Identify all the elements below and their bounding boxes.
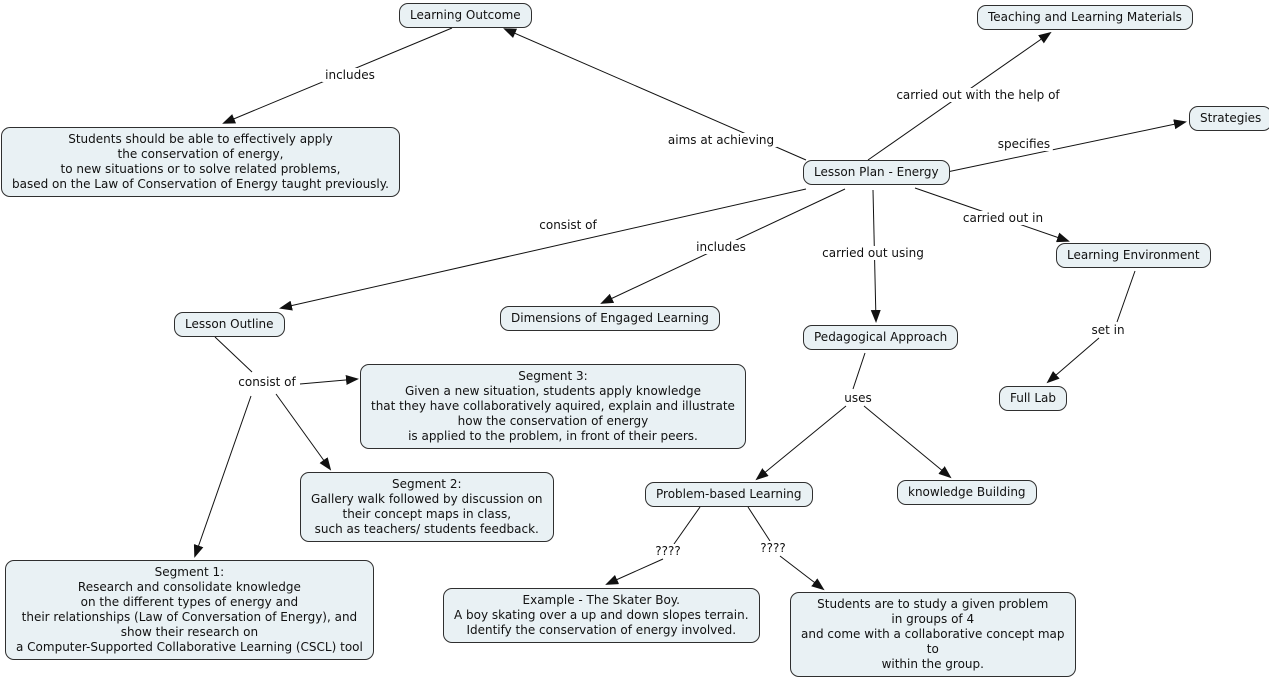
connector-plan-to-strategies xyxy=(946,119,1187,173)
link-label-question-students[interactable]: ???? xyxy=(757,541,789,555)
connector-problembased-to-q2 xyxy=(747,506,771,542)
link-label-aims-at-achieving[interactable]: aims at achieving xyxy=(664,133,778,147)
link-label-consist-of-outline[interactable]: consist of xyxy=(536,218,600,232)
connector-q2-to-students xyxy=(779,555,825,591)
link-label-uses[interactable]: uses xyxy=(841,391,875,405)
connector-consistof-to-segment1 xyxy=(193,395,252,558)
concept-node-example-skater-boy[interactable]: Example - The Skater Boy. A boy skating … xyxy=(443,588,760,643)
concept-node-lesson-plan[interactable]: Lesson Plan - Energy xyxy=(803,160,950,185)
connector-consistof-to-segment2 xyxy=(275,393,332,471)
concept-node-segment1[interactable]: Segment 1: Research and consolidate know… xyxy=(5,560,374,660)
concept-node-learning-outcome[interactable]: Learning Outcome xyxy=(399,3,532,28)
connector-uses-to-knowledgebuilding xyxy=(863,405,952,479)
connector-problembased-to-q1 xyxy=(673,506,701,545)
connector-environment-to-setin xyxy=(1116,270,1136,323)
connector-pedagogical-to-uses xyxy=(852,352,866,390)
link-label-carried-out-using[interactable]: carried out using xyxy=(819,246,927,260)
concept-node-strategies[interactable]: Strategies xyxy=(1189,106,1269,131)
connector-setin-to-fulllab xyxy=(1046,337,1100,384)
link-label-includes-dimensions[interactable]: includes xyxy=(693,240,749,254)
connector-q1-to-example xyxy=(605,558,664,585)
link-label-includes-outcome[interactable]: includes xyxy=(322,68,378,82)
concept-node-dimensions[interactable]: Dimensions of Engaged Learning xyxy=(500,306,720,331)
link-label-set-in[interactable]: set in xyxy=(1088,323,1128,337)
concept-node-pedagogical-approach[interactable]: Pedagogical Approach xyxy=(803,325,959,350)
concept-node-problem-based-learning[interactable]: Problem-based Learning xyxy=(645,482,813,507)
connector-uses-to-problembased xyxy=(755,405,847,481)
concept-node-students-group-study[interactable]: Students are to study a given problem in… xyxy=(790,592,1076,677)
concept-node-segment3[interactable]: Segment 3: Given a new situation, studen… xyxy=(360,364,746,449)
connector-outline-to-consistof xyxy=(214,336,253,373)
link-label-carried-out-help[interactable]: carried out with the help of xyxy=(893,88,1063,102)
concept-node-full-lab[interactable]: Full Lab xyxy=(999,386,1067,411)
concept-node-lesson-outline[interactable]: Lesson Outline xyxy=(174,312,285,337)
concept-node-teaching-materials[interactable]: Teaching and Learning Materials xyxy=(977,5,1193,30)
concept-node-learning-environment[interactable]: Learning Environment xyxy=(1056,243,1211,268)
connector-plan-to-outline xyxy=(279,188,807,311)
concept-node-outcome-description[interactable]: Students should be able to effectively a… xyxy=(1,127,400,197)
link-label-consist-of-segments[interactable]: consist of xyxy=(235,375,299,389)
connector-consistof-to-segment3 xyxy=(299,374,359,385)
link-label-question-example[interactable]: ???? xyxy=(652,544,684,558)
link-label-carried-out-in[interactable]: carried out in xyxy=(959,211,1047,225)
link-label-specifies[interactable]: specifies xyxy=(994,137,1054,151)
concept-node-knowledge-building[interactable]: knowledge Building xyxy=(897,480,1037,505)
concept-node-segment2[interactable]: Segment 2: Gallery walk followed by disc… xyxy=(300,472,554,542)
